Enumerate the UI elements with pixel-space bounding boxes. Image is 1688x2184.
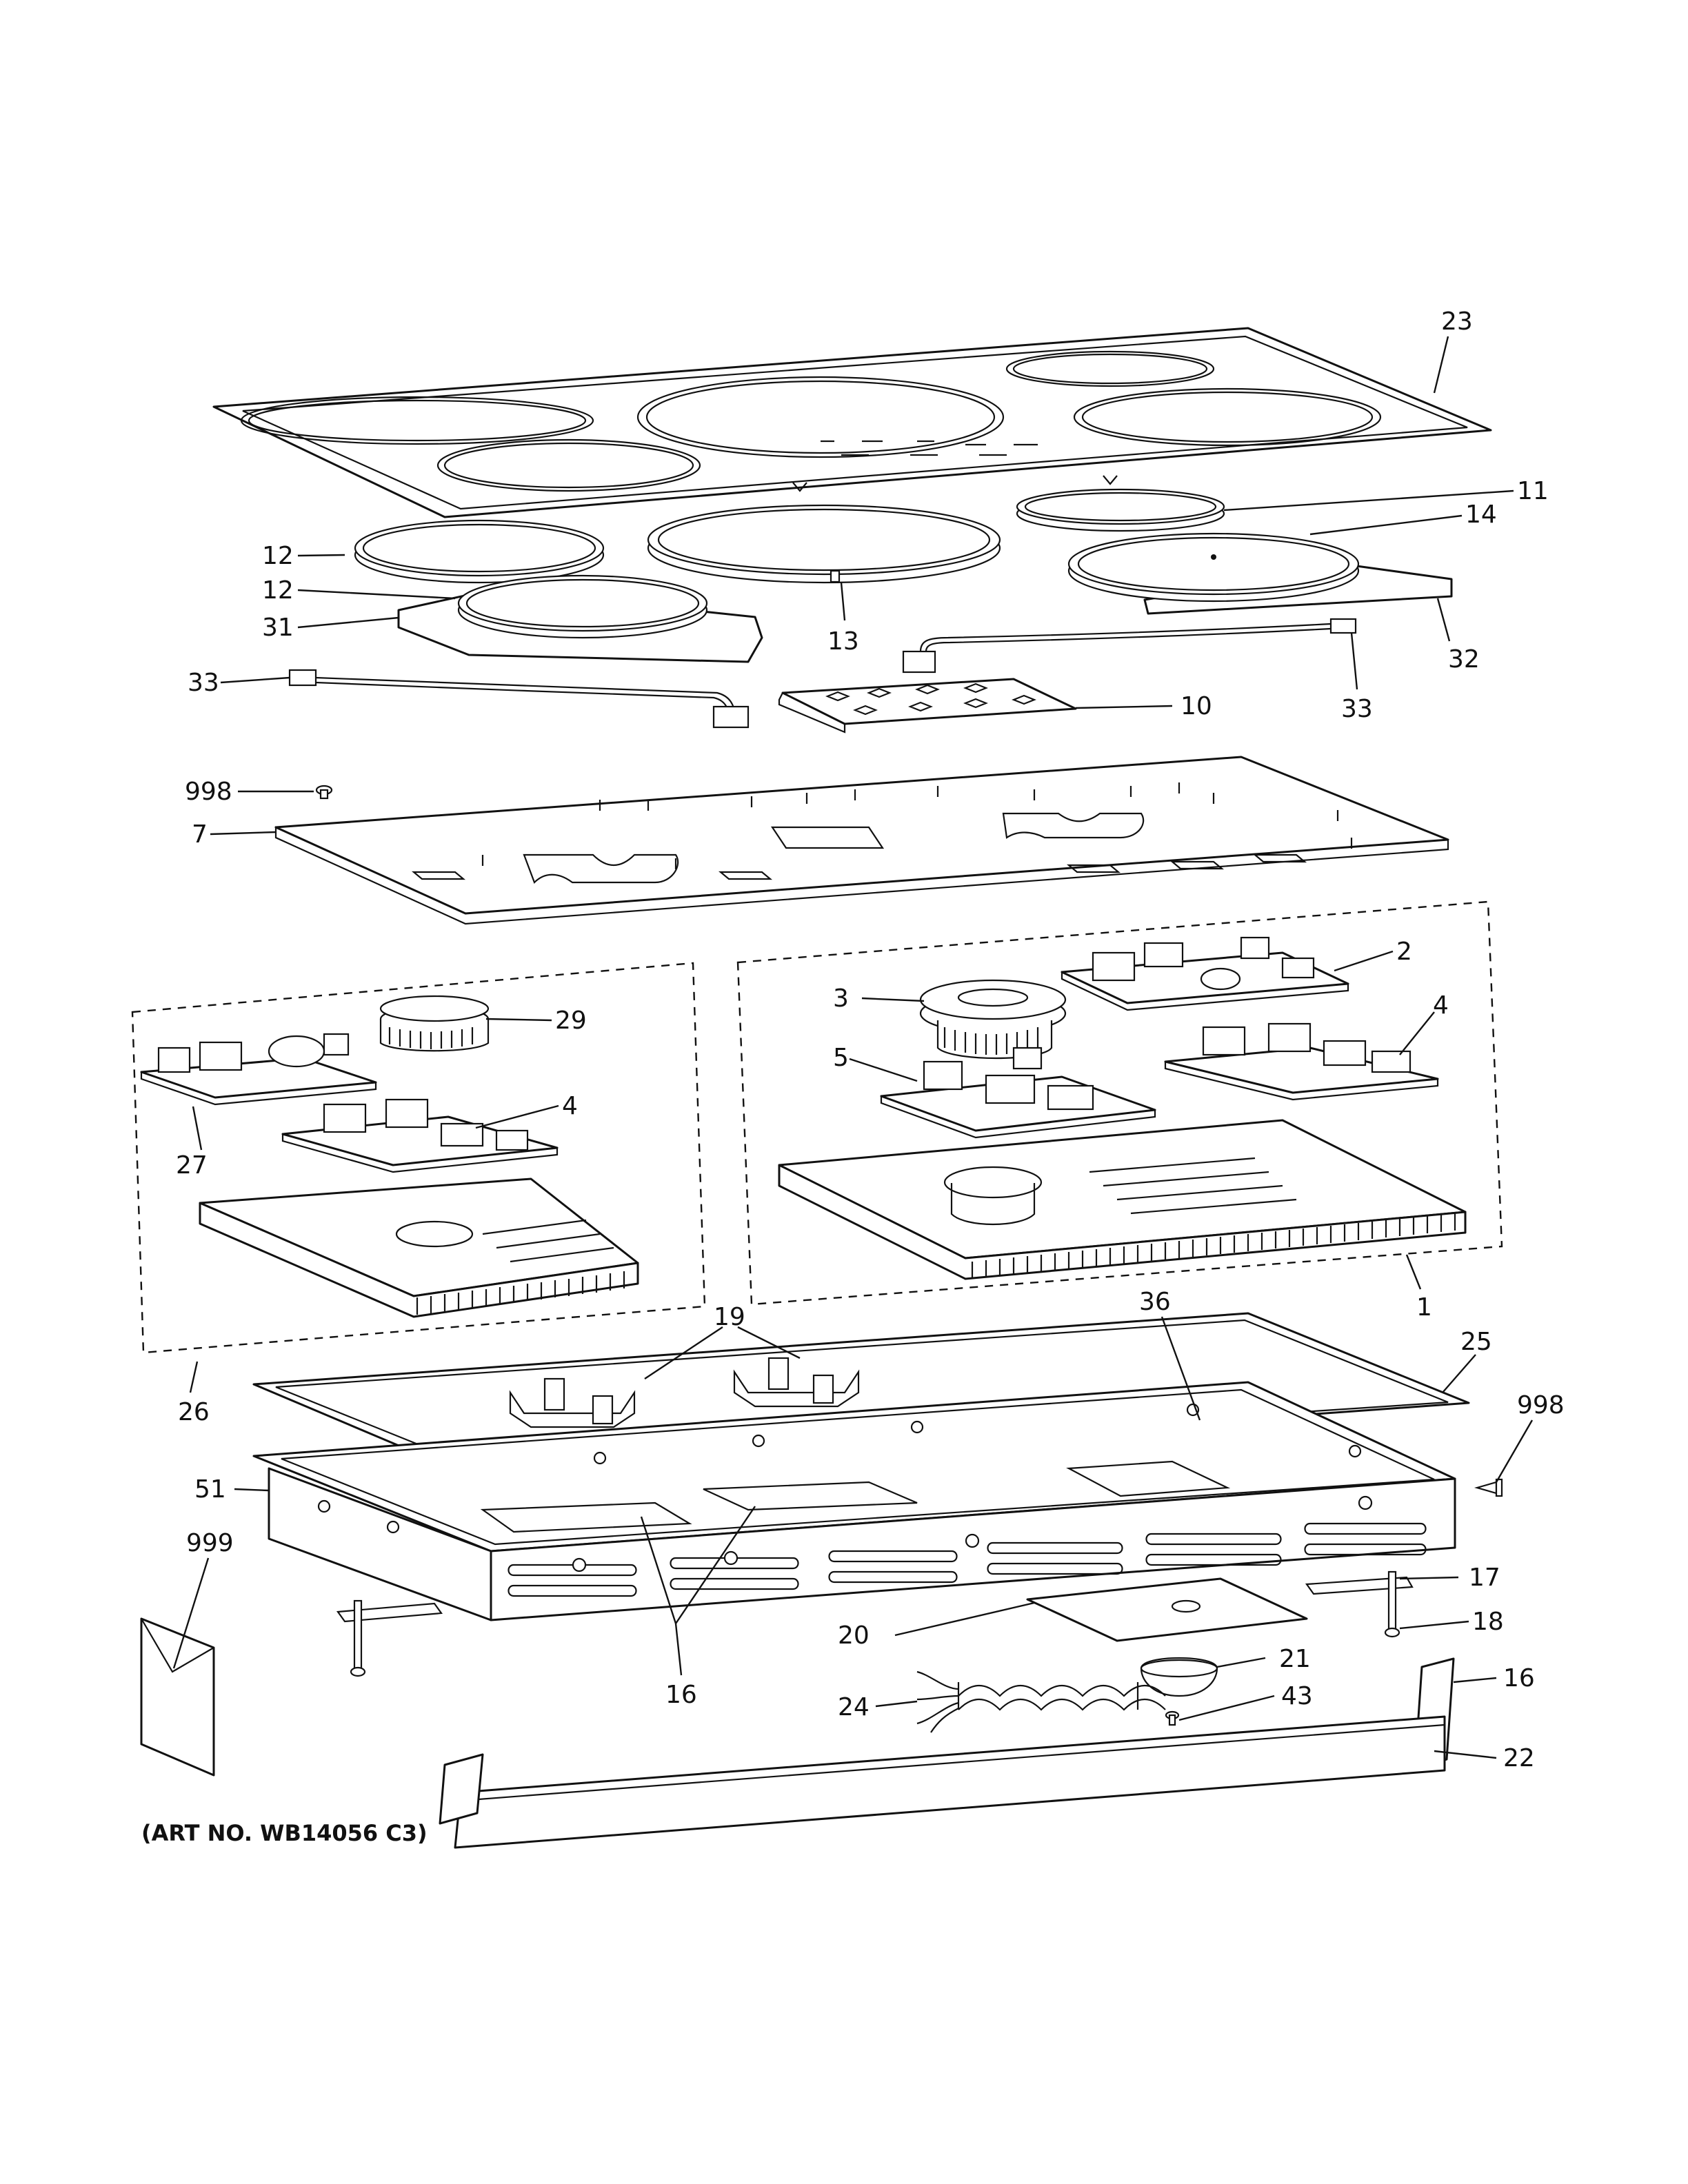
leg-bracket-left [336, 1599, 443, 1677]
element-coil-small [1016, 488, 1225, 532]
glass-cooktop [212, 327, 1492, 518]
callout-7: 7 [192, 820, 208, 849]
control-board [778, 678, 1077, 734]
callout-22: 22 [1503, 1744, 1535, 1772]
power-cord [916, 1670, 1166, 1733]
callout-43: 43 [1281, 1682, 1313, 1710]
callout-21: 21 [1279, 1645, 1311, 1673]
callout-17: 17 [1469, 1564, 1500, 1592]
burner-box [252, 1381, 1456, 1621]
callout-29: 29 [555, 1007, 587, 1035]
art-number: (ART NO. WB14056 C3) [141, 1820, 428, 1846]
element-coil-center [647, 504, 1001, 584]
callout-16: 16 [665, 1681, 697, 1709]
callout-4: 4 [562, 1092, 578, 1120]
callout-11: 11 [1517, 477, 1549, 505]
callout-26: 26 [178, 1398, 210, 1426]
power-board-2 [1061, 936, 1349, 1011]
callout-51: 51 [194, 1475, 226, 1504]
leader-lines [172, 336, 1534, 1759]
callout-14: 14 [1465, 501, 1497, 529]
callout-36: 36 [1139, 1288, 1171, 1316]
strain-relief [1140, 1657, 1218, 1697]
callout-27: 27 [176, 1151, 208, 1180]
callout-33: 33 [1341, 695, 1373, 723]
callout-31: 31 [262, 614, 294, 642]
cooling-fan-29 [379, 995, 490, 1052]
module-housing-right [778, 1119, 1467, 1280]
callout-18: 18 [1472, 1608, 1504, 1636]
cooling-fan [919, 979, 1067, 1060]
group-box-left [131, 962, 706, 1354]
screw-icon [315, 785, 333, 800]
callout-12: 12 [262, 576, 294, 605]
power-board-5 [880, 1046, 1156, 1139]
terminal-plate [1026, 1577, 1308, 1642]
leg-bracket-right [1305, 1570, 1414, 1638]
callout-16: 16 [1503, 1664, 1535, 1692]
callout-999: 999 [186, 1529, 234, 1557]
module-housing-left [199, 1177, 639, 1318]
callout-19: 19 [714, 1303, 745, 1331]
element-coil-large-right [1067, 532, 1453, 615]
screw-icon [1474, 1478, 1503, 1497]
callout-25: 25 [1460, 1328, 1492, 1356]
callout-20: 20 [838, 1621, 870, 1650]
callout-24: 24 [838, 1693, 870, 1721]
bracket-19-left [509, 1377, 636, 1428]
wire-harness-right [902, 618, 1357, 674]
callout-12: 12 [262, 542, 294, 570]
bracket-19-right [733, 1357, 860, 1408]
callout-1: 1 [1416, 1293, 1432, 1322]
callout-3: 3 [833, 984, 849, 1013]
element-coil-left-lower [397, 574, 763, 663]
callout-998: 998 [185, 778, 232, 806]
callout-13: 13 [827, 627, 859, 656]
support-plate [274, 756, 1449, 925]
front-trim [439, 1715, 1446, 1849]
callout-32: 32 [1448, 645, 1480, 674]
screw-icon [1165, 1710, 1180, 1726]
callout-labels: 23 11 14 12 12 31 13 32 33 33 10 998 7 2… [176, 307, 1565, 1772]
wire-harness-left [288, 669, 750, 729]
callout-33: 33 [188, 669, 219, 697]
power-board-4-left [281, 1098, 559, 1173]
element-coil-left-upper [354, 519, 605, 584]
callout-10: 10 [1180, 692, 1212, 720]
callout-5: 5 [833, 1044, 849, 1072]
callout-4: 4 [1433, 991, 1449, 1020]
callout-2: 2 [1396, 938, 1412, 966]
group-box-right [736, 900, 1503, 1306]
callout-998: 998 [1517, 1391, 1565, 1419]
callout-23: 23 [1441, 307, 1473, 336]
literature-envelope [140, 1617, 215, 1777]
power-board-4-right [1164, 1022, 1439, 1101]
power-board-27 [140, 1033, 377, 1106]
